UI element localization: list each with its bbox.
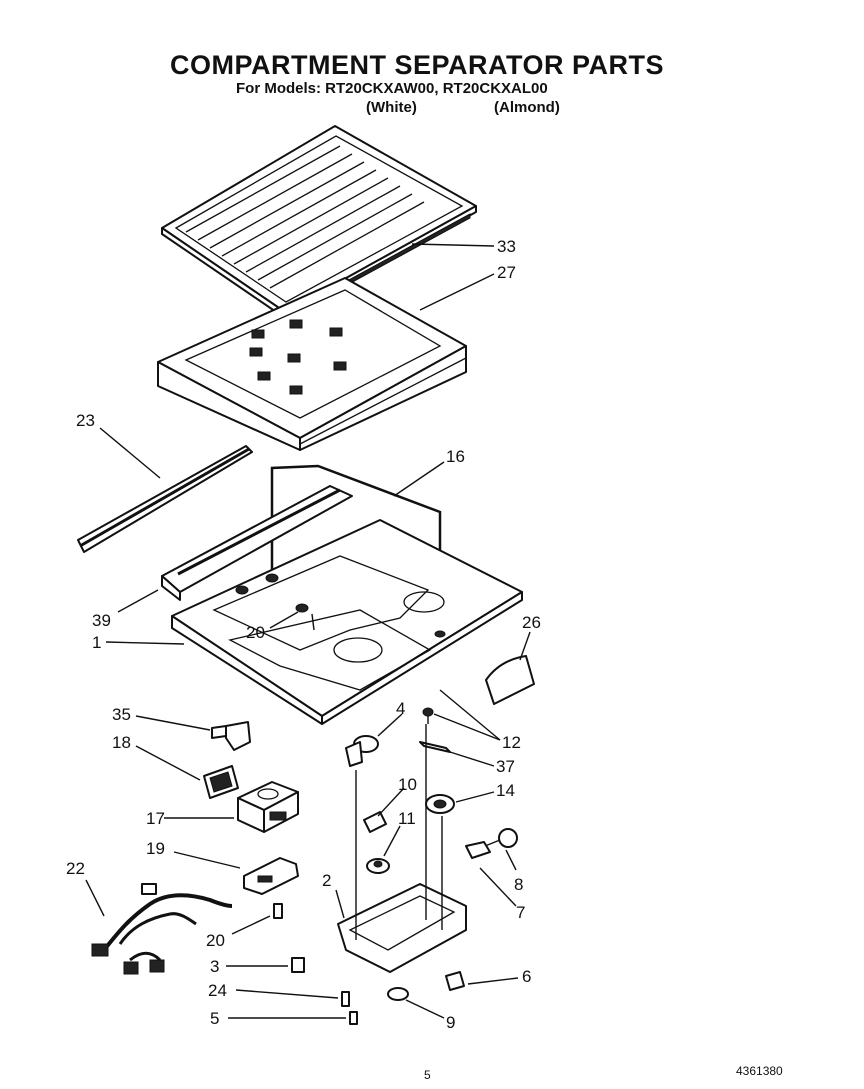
- callout-33: 33: [497, 237, 516, 256]
- part-1-separator-base: [171, 519, 523, 725]
- callout-3: 3: [210, 957, 219, 976]
- part-39-rail: [161, 485, 353, 601]
- callout-20-upper: 20: [246, 623, 265, 642]
- callout-5: 5: [210, 1009, 219, 1028]
- callout-2: 2: [322, 871, 331, 890]
- models-line: For Models: RT20CKXAW00, RT20CKXAL00: [236, 80, 548, 97]
- part-24-screw: [341, 991, 350, 1007]
- part-14-grommet: [425, 794, 455, 814]
- part-5-screw: [349, 1011, 358, 1025]
- part-8-lamp: [479, 828, 518, 849]
- part-37-clip: [419, 741, 451, 753]
- part-26-diverter: [485, 655, 535, 705]
- part-3-clip: [291, 957, 305, 973]
- callout-1: 1: [92, 633, 101, 652]
- callout-19: 19: [146, 839, 165, 858]
- callout-10: 10: [398, 775, 417, 794]
- part-7-socket: [465, 841, 491, 859]
- callout-24: 24: [208, 981, 227, 1000]
- part-27-frame: [157, 277, 467, 451]
- part-9-damper: [387, 987, 409, 1001]
- part-20-screw-upper: [295, 603, 315, 631]
- part-17-control-housing: [237, 781, 299, 833]
- part-10-sensor: [363, 811, 387, 833]
- part-20-screw-lower: [273, 903, 283, 919]
- callout-39: 39: [92, 611, 111, 630]
- part-2-housing: [337, 724, 467, 973]
- part-35-clip: [211, 721, 251, 751]
- callout-12: 12: [502, 733, 521, 752]
- callout-23: 23: [76, 411, 95, 430]
- page-title: COMPARTMENT SEPARATOR PARTS: [169, 50, 664, 80]
- document-number: 4361380: [736, 1064, 783, 1078]
- variant-almond: (Almond): [494, 99, 560, 116]
- callout-26: 26: [522, 613, 541, 632]
- part-22-wire-harness: [91, 883, 233, 975]
- callout-22: 22: [66, 859, 85, 878]
- callout-labels: 33 27 23 16 39 20 1 26 35 4 12 18 37 10 …: [66, 237, 541, 1032]
- callout-20-lower: 20: [206, 931, 225, 950]
- callout-16: 16: [446, 447, 465, 466]
- part-19-bracket: [243, 857, 299, 895]
- variant-white: (White): [366, 99, 417, 116]
- callout-6: 6: [522, 967, 531, 986]
- page-number: 5: [424, 1068, 431, 1082]
- callout-27: 27: [497, 263, 516, 282]
- callout-8: 8: [514, 875, 523, 894]
- callout-14: 14: [496, 781, 515, 800]
- part-11-knob: [366, 858, 390, 874]
- callout-11: 11: [398, 809, 416, 828]
- callout-9: 9: [446, 1013, 455, 1032]
- leader-lines: [85, 243, 531, 1019]
- part-18-switch: [203, 765, 239, 799]
- part-4-thermostat: [345, 735, 379, 767]
- callout-35: 35: [112, 705, 131, 724]
- callout-4: 4: [396, 699, 405, 718]
- callout-17: 17: [146, 809, 165, 828]
- part-12-screw: [422, 707, 434, 724]
- callout-18: 18: [112, 733, 131, 752]
- part-23-gasket-strip: [77, 445, 253, 553]
- callout-37: 37: [496, 757, 515, 776]
- callout-7: 7: [516, 903, 525, 922]
- part-6-fitting: [445, 971, 465, 991]
